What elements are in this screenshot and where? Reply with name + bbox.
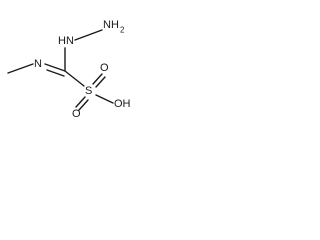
atom-n: N xyxy=(34,58,42,70)
bond-methyl-n xyxy=(7,63,34,74)
atom-s: S xyxy=(85,85,92,97)
bond-s-oh xyxy=(95,94,114,104)
atom-o-bottom: O xyxy=(72,108,81,120)
bond-n-c-double-b xyxy=(46,69,65,77)
atom-o-top: O xyxy=(100,62,109,74)
bond-n-c-double-a xyxy=(44,63,66,72)
bond-s-o-bottom-a xyxy=(75,96,86,108)
bond-nh-nh2 xyxy=(74,29,103,41)
bond-s-o-bottom-b xyxy=(78,99,89,111)
chemical-structure-diagram: HN NH 2 N S O O OH xyxy=(7,19,131,120)
atom-nh: HN xyxy=(58,35,74,47)
bonds xyxy=(7,29,114,111)
atom-nh2-subscript: 2 xyxy=(120,26,125,35)
atom-labels: HN NH 2 N S O O OH xyxy=(34,19,131,120)
atom-oh: OH xyxy=(114,98,131,110)
atom-nh2: NH xyxy=(103,19,119,31)
bond-s-o-top-b xyxy=(95,76,106,88)
bond-s-o-top-a xyxy=(92,73,103,85)
bond-c-s xyxy=(64,70,85,87)
